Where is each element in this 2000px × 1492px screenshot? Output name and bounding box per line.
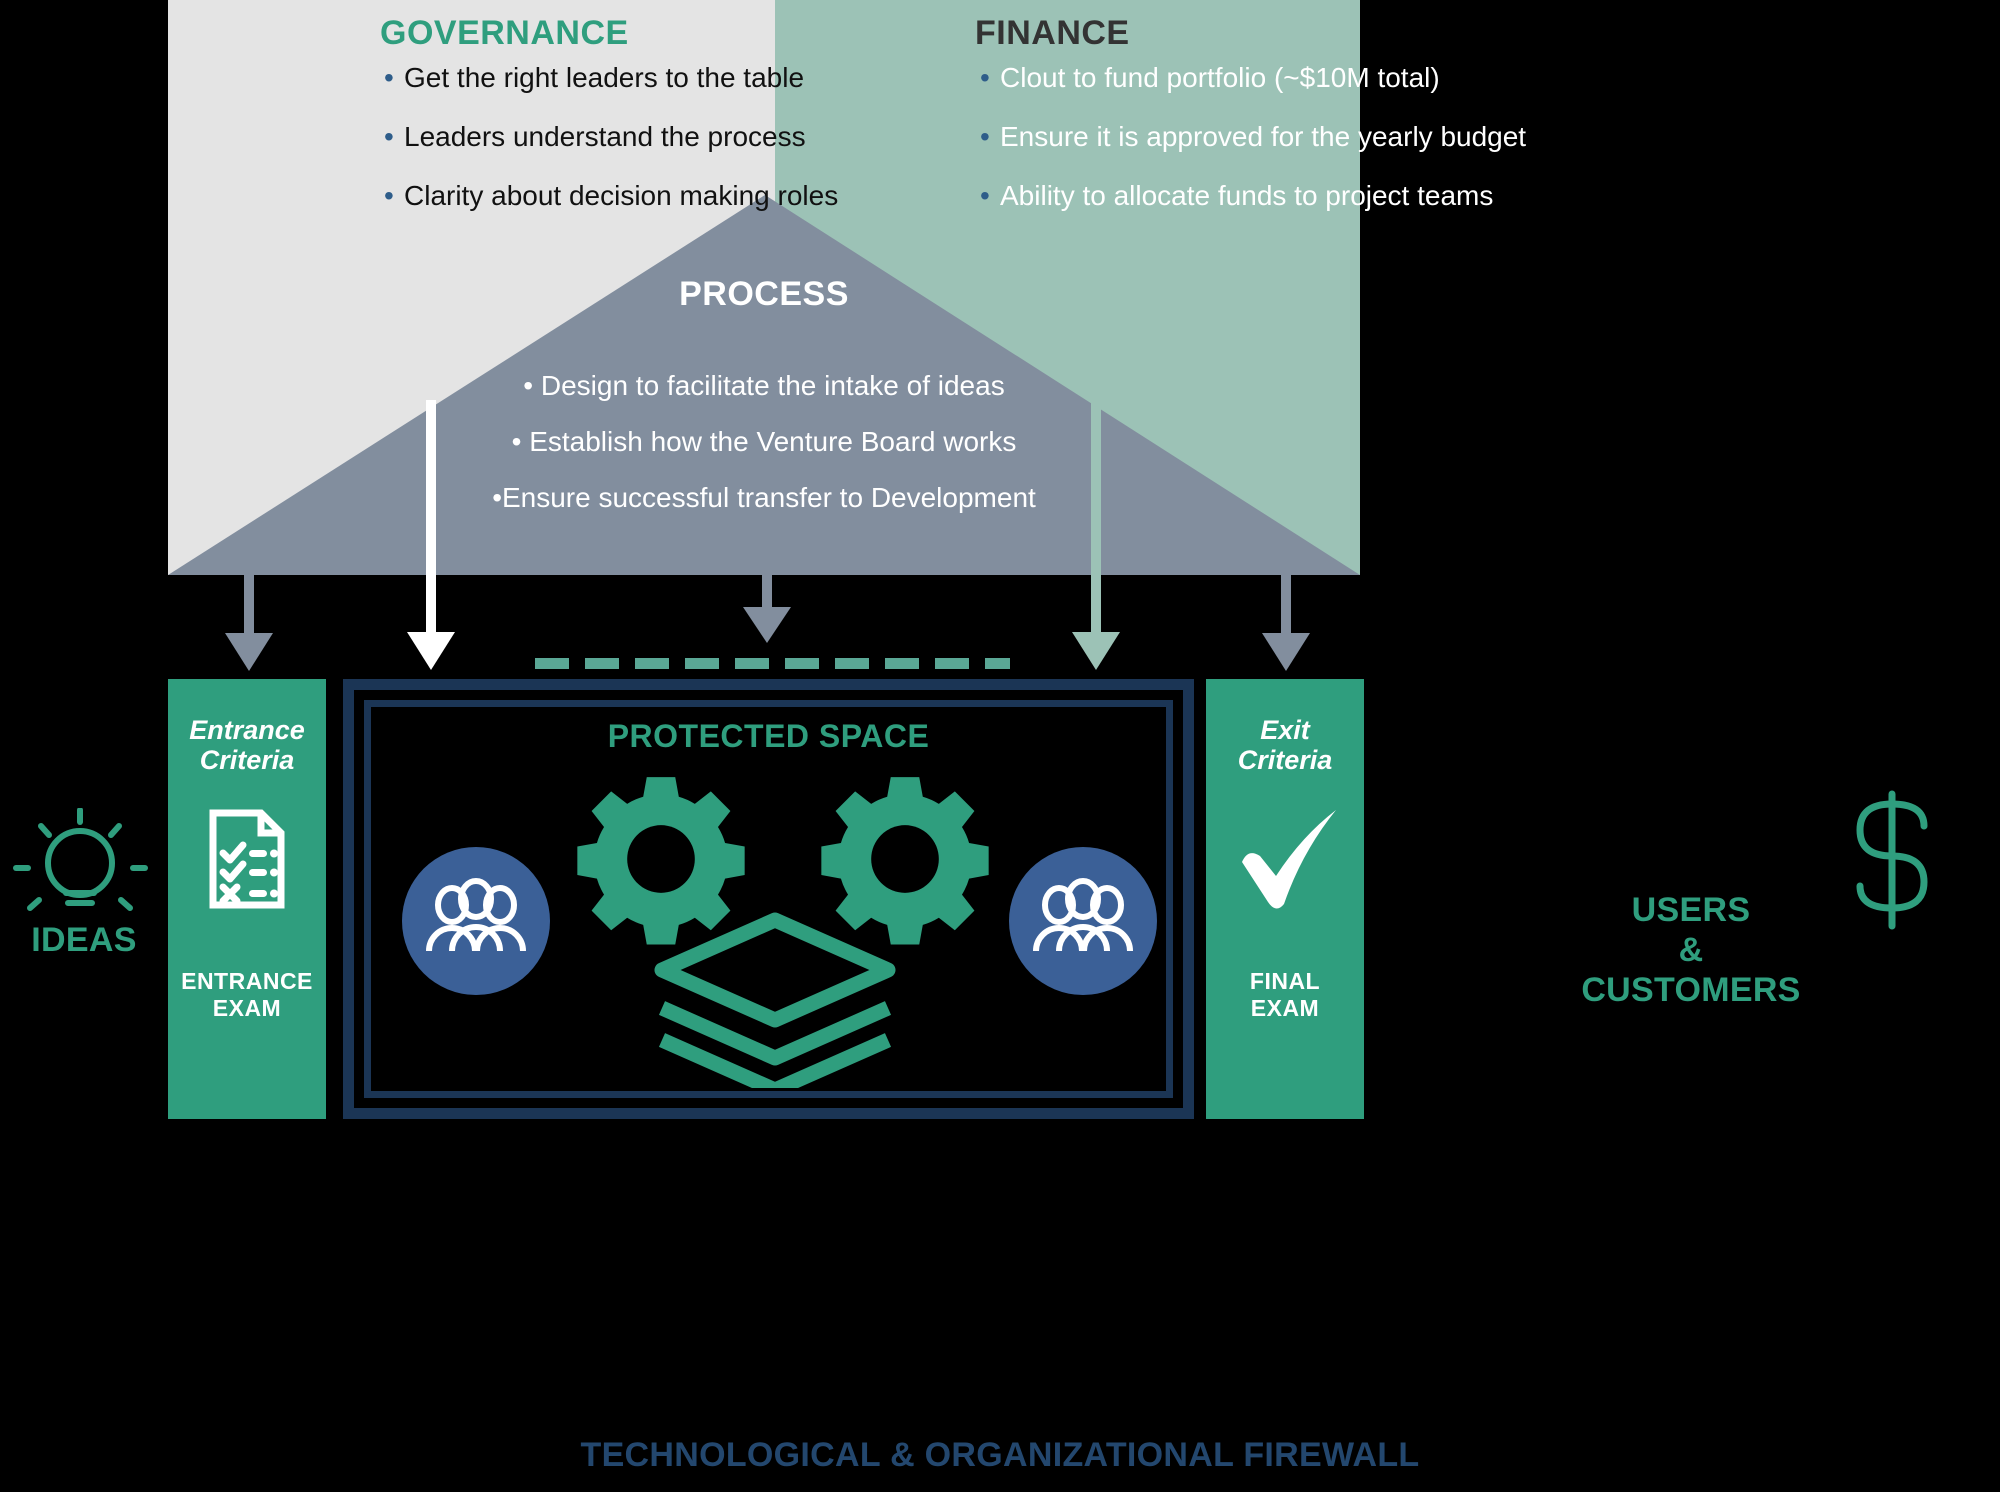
list-item: Leaders understand the process xyxy=(384,121,838,153)
users-customers-label: USERS & CUSTOMERS xyxy=(1382,890,2000,1010)
checklist-document-icon xyxy=(209,809,285,909)
final-exam-label: FINAL EXAM xyxy=(1206,968,1364,1023)
entrance-exam-label: ENTRANCE EXAM xyxy=(168,968,326,1023)
entrance-criteria-panel[interactable]: Entrance Criteria ENTRANCE EXAM xyxy=(168,679,326,1119)
list-item: Clout to fund portfolio (~$10M total) xyxy=(980,62,1526,94)
users-label-line1: USERS xyxy=(1631,891,1751,929)
arrow-finance-right xyxy=(1262,575,1310,671)
checkmark-icon xyxy=(1242,810,1336,909)
roof-section: GOVERNANCE Get the right leaders to the … xyxy=(168,0,1526,575)
list-item: Get the right leaders to the table xyxy=(384,62,838,94)
exit-criteria-title: Exit Criteria xyxy=(1206,715,1364,775)
process-title: PROCESS xyxy=(679,275,849,313)
list-item: Ensure it is approved for the yearly bud… xyxy=(980,121,1526,153)
people-group-icon xyxy=(402,847,550,995)
users-label-line2: & xyxy=(1678,931,1704,970)
protected-space-inner-border xyxy=(364,700,1173,1098)
people-group-icon xyxy=(1009,847,1157,995)
process-bullet-list: • Design to facilitate the intake of ide… xyxy=(168,370,1360,538)
process-triangle xyxy=(168,195,1360,575)
arrow-governance-left xyxy=(225,575,273,671)
entrance-exam-line1: ENTRANCE xyxy=(181,967,313,994)
governance-bullet-list: Get the right leaders to the table Leade… xyxy=(384,62,838,240)
final-exam-line2: EXAM xyxy=(1250,995,1320,1022)
exit-criteria-title-line1: Exit xyxy=(1260,715,1310,745)
arrow-process-center xyxy=(743,575,791,643)
entrance-criteria-title: Entrance Criteria xyxy=(168,715,326,775)
lightbulb-icon xyxy=(13,808,148,911)
arrow-governance-right xyxy=(407,400,455,670)
layers-icon xyxy=(654,912,896,1088)
governance-title: GOVERNANCE xyxy=(380,14,629,52)
protected-space-frame: PROTECTED SPACE xyxy=(343,679,1194,1119)
finance-bullet-list: Clout to fund portfolio (~$10M total) En… xyxy=(980,62,1526,240)
ideas-label: IDEAS xyxy=(31,921,137,959)
entrance-exam-line2: EXAM xyxy=(212,995,282,1022)
firewall-label: TECHNOLOGICAL & ORGANIZATIONAL FIREWALL xyxy=(580,1436,1420,1474)
users-label-line3: CUSTOMERS xyxy=(1581,971,1801,1010)
finance-title: FINANCE xyxy=(975,14,1130,52)
list-item: Ability to allocate funds to project tea… xyxy=(980,180,1526,212)
exit-criteria-panel[interactable]: Exit Criteria FINAL EXAM xyxy=(1206,679,1364,1119)
dollar-sign-icon xyxy=(1856,790,1928,930)
entrance-criteria-title-line2: Criteria xyxy=(199,745,295,776)
final-exam-line1: FINAL xyxy=(1249,967,1321,994)
protected-space-title: PROTECTED SPACE xyxy=(607,718,930,754)
exit-criteria-title-line2: Criteria xyxy=(1237,745,1333,776)
list-item: • Establish how the Venture Board works xyxy=(511,426,1017,457)
gear-icon xyxy=(577,777,745,945)
entrance-criteria-title-line1: Entrance xyxy=(189,715,305,745)
list-item: • Design to facilitate the intake of ide… xyxy=(523,370,1005,401)
list-item: •Ensure successful transfer to Developme… xyxy=(492,482,1036,513)
arrow-finance-left xyxy=(1072,400,1120,670)
dashed-divider xyxy=(535,658,1010,669)
gear-icon xyxy=(821,777,989,945)
list-item: Clarity about decision making roles xyxy=(384,180,838,212)
